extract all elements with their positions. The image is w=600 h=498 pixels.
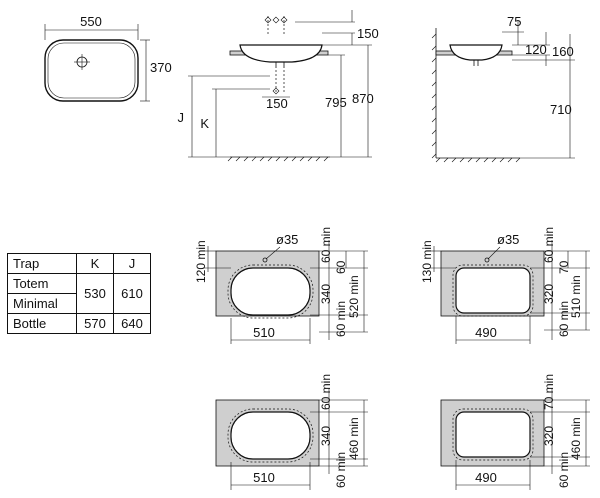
- tap-hole-icon: [262, 257, 268, 263]
- trap-k-value: 530: [76, 273, 114, 314]
- cutout-height-label: 320: [542, 426, 556, 446]
- cutout-height-label: 340: [319, 284, 333, 304]
- trap-name: Totem: [7, 273, 77, 294]
- cutout-hole: [230, 267, 311, 316]
- table-row: Totem 530 610: [7, 273, 151, 314]
- trap-name: Bottle: [7, 313, 77, 334]
- tap-hole-label: ø35: [276, 232, 298, 247]
- right-gap-label: 70: [557, 260, 571, 274]
- cutout-template-a: ø35 120 min 60 min 60 340 520 min 60 min…: [194, 227, 368, 344]
- total-min-label: 520 min: [347, 275, 361, 318]
- bottom-150-label: 150: [266, 96, 288, 111]
- cutout-height-label: 340: [319, 426, 333, 446]
- right-min-label: 60 min: [319, 374, 333, 410]
- cutout-hole: [455, 411, 531, 458]
- cutout-width-label: 490: [475, 470, 497, 485]
- top-150-label: 150: [357, 26, 379, 41]
- bottom-min-label: 60 min: [557, 301, 571, 337]
- cutout-width-label: 490: [475, 325, 497, 340]
- top-min-label: 120 min: [194, 240, 208, 283]
- cutout-hole: [455, 267, 531, 314]
- basin-width-label: 550: [80, 14, 102, 29]
- cutout-height-label: 320: [542, 284, 556, 304]
- basin-bowl-section: [239, 44, 323, 63]
- cutout-hole: [230, 411, 311, 460]
- bottom-min-label: 60 min: [334, 452, 348, 488]
- bottom-min-label: 60 min: [557, 452, 571, 488]
- height-870-label: 870: [352, 91, 374, 106]
- basin-inner-outline: [47, 42, 136, 99]
- right-gap-label: 60: [334, 260, 348, 274]
- total-min-label: 460 min: [569, 417, 583, 460]
- side-120-label: 120: [525, 42, 547, 57]
- right-min-label: 60 min: [319, 227, 333, 263]
- side-160-label: 160: [552, 44, 574, 59]
- right-min-label: 70 min: [542, 374, 556, 410]
- right-min-label: 60 min: [542, 227, 556, 263]
- cutout-width-label: 510: [253, 470, 275, 485]
- header-k: K: [76, 253, 114, 274]
- basin-side-view: 75 120 160 710: [431, 14, 575, 163]
- cutout-template-c: 60 min 340 460 min 60 min 510: [215, 374, 368, 490]
- side-710-label: 710: [550, 102, 572, 117]
- trap-j-value: 640: [113, 313, 151, 334]
- table-header-row: Trap K J: [7, 253, 151, 274]
- cutout-template-d: 70 min 320 460 min 60 min 490: [440, 374, 590, 490]
- cutout-template-b: ø35 130 min 60 min 70 320 510 min 60 min…: [420, 227, 590, 344]
- header-j: J: [113, 253, 151, 274]
- total-min-label: 510 min: [569, 275, 583, 318]
- bottom-min-label: 60 min: [334, 301, 348, 337]
- trap-j-value: 610: [113, 273, 151, 314]
- header-trap: Trap: [7, 253, 77, 274]
- trap-table: Trap K J Totem 530 610 Minimal Bottle 57…: [7, 253, 151, 334]
- tap-hole-label: ø35: [497, 232, 519, 247]
- k-label: K: [200, 116, 209, 131]
- height-795-label: 795: [325, 95, 347, 110]
- table-row: Minimal: [7, 293, 151, 314]
- tap-hole-icon: [484, 257, 490, 263]
- table-row: Bottle 570 640: [7, 313, 151, 334]
- trap-k-value: 570: [76, 313, 114, 334]
- basin-front-view: 150 J K 150 795 870: [178, 10, 379, 162]
- side-75-label: 75: [507, 14, 521, 29]
- side-bowl-section: [449, 44, 503, 61]
- trap-name: Minimal: [7, 293, 77, 314]
- basin-outline: [44, 39, 139, 102]
- total-min-label: 460 min: [347, 417, 361, 460]
- basin-top-view: 550 370: [44, 14, 172, 102]
- cutout-width-label: 510: [253, 325, 275, 340]
- top-min-label: 130 min: [420, 240, 434, 283]
- basin-depth-label: 370: [150, 60, 172, 75]
- j-label: J: [178, 110, 185, 125]
